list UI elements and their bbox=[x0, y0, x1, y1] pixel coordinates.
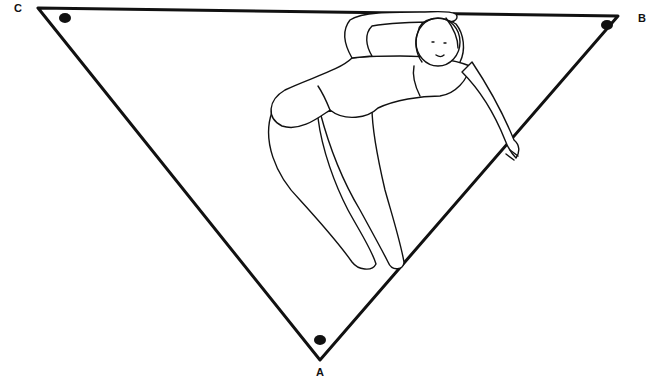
vertex-label: A bbox=[316, 366, 324, 378]
girl-figure bbox=[269, 12, 519, 270]
triangle-outline bbox=[38, 8, 618, 360]
corner-dots bbox=[59, 13, 613, 345]
vertex-label: B bbox=[638, 12, 646, 24]
vertex-label: C bbox=[14, 2, 22, 14]
